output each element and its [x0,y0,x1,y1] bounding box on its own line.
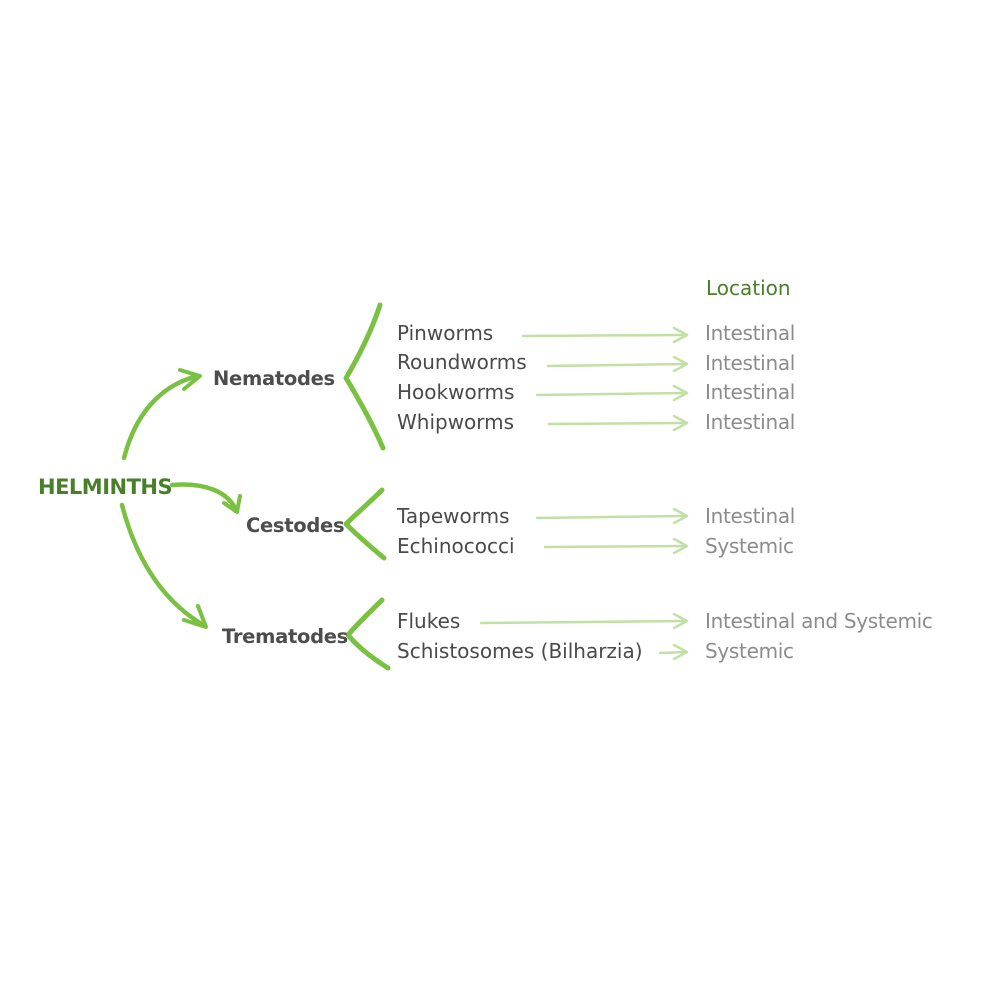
item-pinworms: Pinworms [397,321,494,345]
location-tapeworms: Intestinal [705,504,796,528]
location-whipworms: Intestinal [705,410,796,434]
location-roundworms: Intestinal [705,351,796,375]
bracket-trematodes [345,597,391,671]
group-label-cestodes: Cestodes [246,514,345,537]
location-hookworms: Intestinal [705,380,796,404]
arrow-flukes [479,612,689,630]
arrow-whipworms [547,414,689,432]
bracket-cestodes [343,487,387,561]
arrow-root-to-trematodes [119,502,208,629]
group-label-nematodes: Nematodes [213,367,335,390]
item-whipworms: Whipworms [397,410,515,434]
root-label: HELMINTHS [38,475,173,499]
location-flukes: Intestinal and Systemic [705,609,933,633]
arrow-hookworms [535,384,689,402]
arrow-tapeworms [535,507,689,525]
location-schistosomes: Systemic [705,639,794,663]
arrow-root-to-nematodes [121,368,202,461]
item-roundworms: Roundworms [397,350,527,374]
location-pinworms: Intestinal [705,321,796,345]
location-header: Location [706,276,791,300]
arrow-schistosomes [658,643,689,661]
arrow-roundworms [546,355,689,373]
bracket-nematodes [343,302,386,451]
arrow-echinococci [543,537,689,555]
group-label-trematodes: Trematodes [222,625,348,648]
item-tapeworms: Tapeworms [397,504,510,528]
item-hookworms: Hookworms [397,380,515,404]
location-echinococci: Systemic [705,534,794,558]
item-schistosomes: Schistosomes (Bilharzia) [397,639,643,663]
arrow-root-to-cestodes [169,482,242,514]
item-flukes: Flukes [397,609,461,633]
item-echinococci: Echinococci [397,534,515,558]
arrow-pinworms [521,326,689,344]
